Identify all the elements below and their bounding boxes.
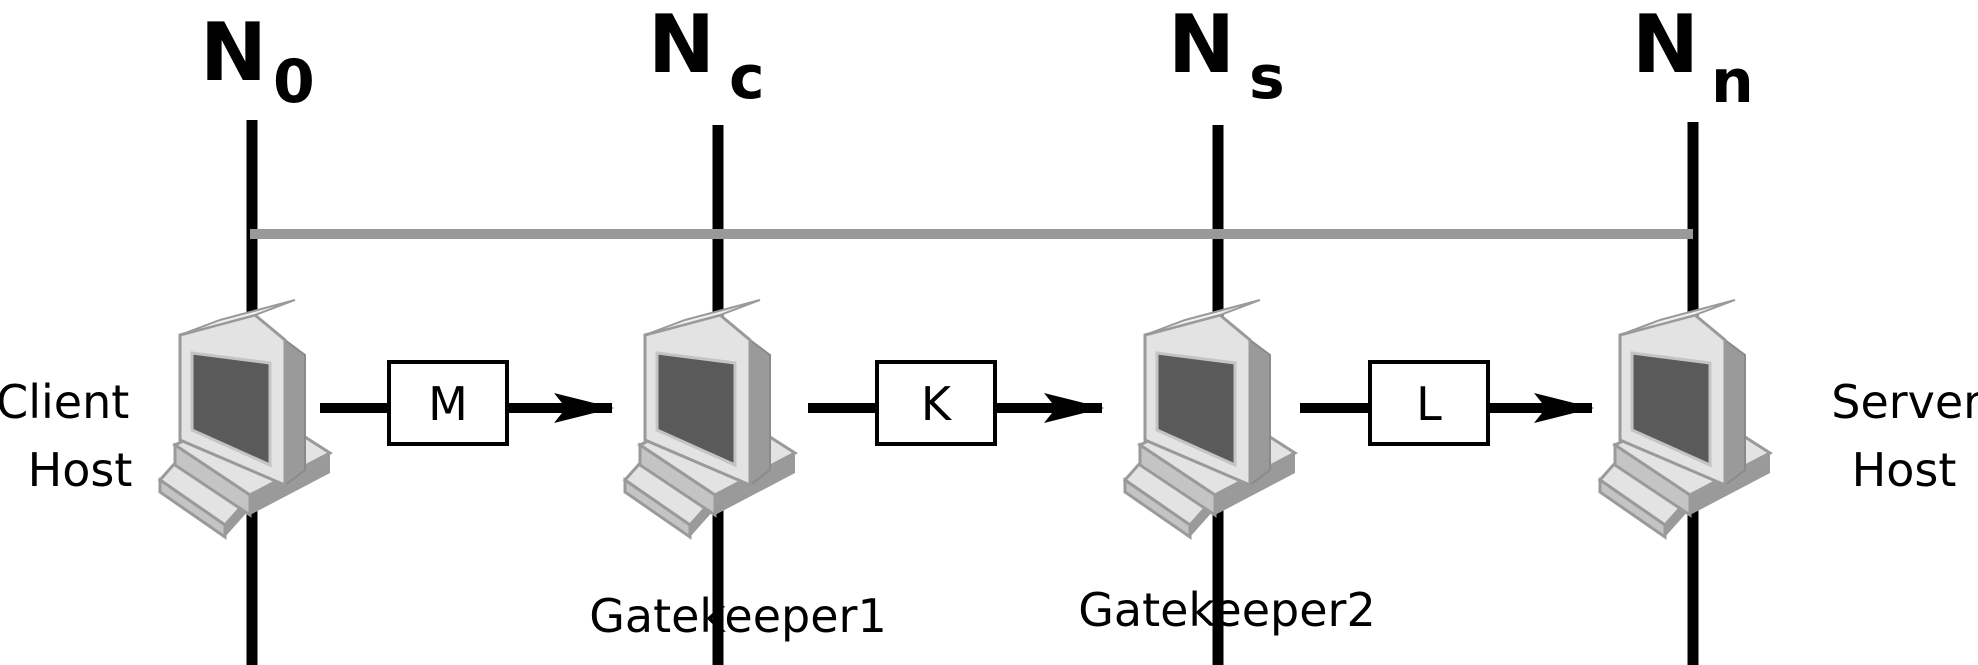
node-main-n: N (1632, 0, 1699, 91)
gatekeeper2-label: Gatekeeper2 (1078, 583, 1375, 637)
node-sub-0: 0 (273, 47, 315, 117)
node-sub-n: n (1711, 47, 1754, 117)
gatekeeper2-computer-icon (1123, 298, 1297, 539)
gatekeeper1-computer-icon (623, 298, 797, 539)
server-host-label: Server Host (1831, 375, 1978, 497)
node-main-c: N (648, 0, 715, 91)
message-label-l: L (1416, 377, 1442, 431)
client-host-line2: Host (28, 443, 133, 497)
node-main-s: N (1168, 0, 1235, 91)
message-label-k: K (921, 377, 953, 431)
gatekeeper1-label: Gatekeeper1 (589, 589, 886, 643)
server-host-line1: Server (1831, 375, 1978, 429)
message-label-m: M (428, 377, 468, 431)
message-box-m: M (387, 360, 509, 446)
client-host-line1: Client (0, 375, 129, 429)
server-host-computer-icon (1598, 298, 1772, 539)
node-sub-s: s (1249, 43, 1285, 113)
message-box-l: L (1368, 360, 1490, 446)
message-box-k: K (875, 360, 997, 446)
client-host-label: Client Host (0, 375, 144, 497)
server-host-line2: Host (1852, 443, 1957, 497)
node-main-0: N (200, 6, 267, 99)
client-host-computer-icon (158, 298, 332, 539)
node-sub-c: c (729, 43, 765, 113)
